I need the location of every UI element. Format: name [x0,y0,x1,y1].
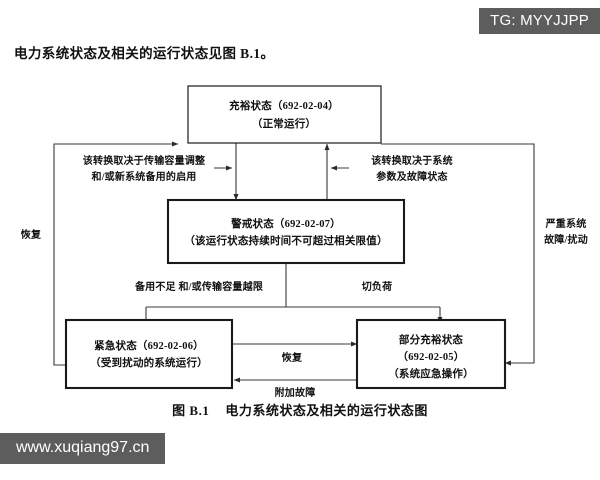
node-emergency-line2: （受到扰动的系统运行） [90,356,208,369]
node-label-adequate: 充裕状态（692-02-04） （正常运行） [229,99,339,130]
figure-caption-title: 电力系统状态及相关的运行状态图 [225,403,428,418]
edge-label-emergency-to-partial: 恢复 [282,351,303,364]
node-alert-line2: （该运行状态持续时间不可超过相关限值） [184,234,387,247]
edge-label-alert-to-adequate-line2: 参数及故障状态 [376,170,447,183]
node-partial-line3: （系统应急操作） [388,367,474,380]
edge-label-alert-to-adequate-line1: 该转换取决于系统 [371,154,453,167]
edge-label-right-severe: 严重系统 故障/扰动 [544,217,588,246]
node-alert-line1: 警戒状态（692-02-07） [230,217,341,230]
node-label-emergency: 紧急状态（692-02-06） （受到扰动的系统运行） [90,339,208,369]
edge-adequate-to-partial-loop [381,143,535,366]
node-label-alert: 警戒状态（692-02-07） （该运行状态持续时间不可超过相关限值） [184,217,387,247]
edge-emergency-to-adequate-loop [53,141,179,366]
tg-badge: TG: MYYJJPP [479,8,600,34]
node-box-alert[interactable] [166,198,406,265]
edge-label-right-severe-line2: 故障/扰动 [544,233,588,246]
figure-caption-number: 图 B.1 [172,403,210,418]
figure-caption: 图 B.1 电力系统状态及相关的运行状态图 [0,400,600,419]
edge-label-alert-to-partial: 切负荷 [362,280,393,293]
node-box-partial[interactable] [355,318,507,390]
node-adequate-line1: 充裕状态（692-02-04） [229,99,339,112]
node-partial-line1: 部分充裕状态 [399,333,463,346]
site-watermark: www.xuqiang97.cn [0,433,166,464]
edge-label-alert-to-emergency: 备用不足 和/或传输容量越限 [134,280,264,293]
edge-label-alert-to-adequate: 该转换取决于系统 参数及故障状态 [371,154,453,183]
edge-label-partial-to-emergency: 附加故障 [275,386,316,399]
node-emergency-line1: 紧急状态（692-02-06） [94,339,204,352]
edge-label-adequate-to-alert-line1: 该转换取决于传输容量调整 [83,154,205,167]
edge-label-right-severe-line1: 严重系统 [545,217,587,230]
node-label-partial: 部分充裕状态 （692-02-05） （系统应急操作） [388,333,474,380]
node-partial-line2: （692-02-05） [398,350,465,363]
edge-label-left-restore: 恢复 [21,228,42,241]
node-box-emergency[interactable] [64,318,234,390]
edge-label-adequate-to-alert: 该转换取决于传输容量调整 和/或新系统备用的启用 [83,154,205,183]
node-box-adequate[interactable] [187,85,382,144]
diagram-canvas: 充裕状态（692-02-04） （正常运行） 警戒状态（692-02-07） （… [21,85,588,399]
edge-label-adequate-to-alert-line2: 和/或新系统备用的启用 [91,170,197,183]
diagram-edges [53,141,535,383]
intro-paragraph: 电力系统状态及相关的运行状态见图 B.1。 [14,46,275,61]
state-transition-diagram: 充裕状态（692-02-04） （正常运行） 警戒状态（692-02-07） （… [0,80,600,425]
node-adequate-line2: （正常运行） [252,117,316,130]
